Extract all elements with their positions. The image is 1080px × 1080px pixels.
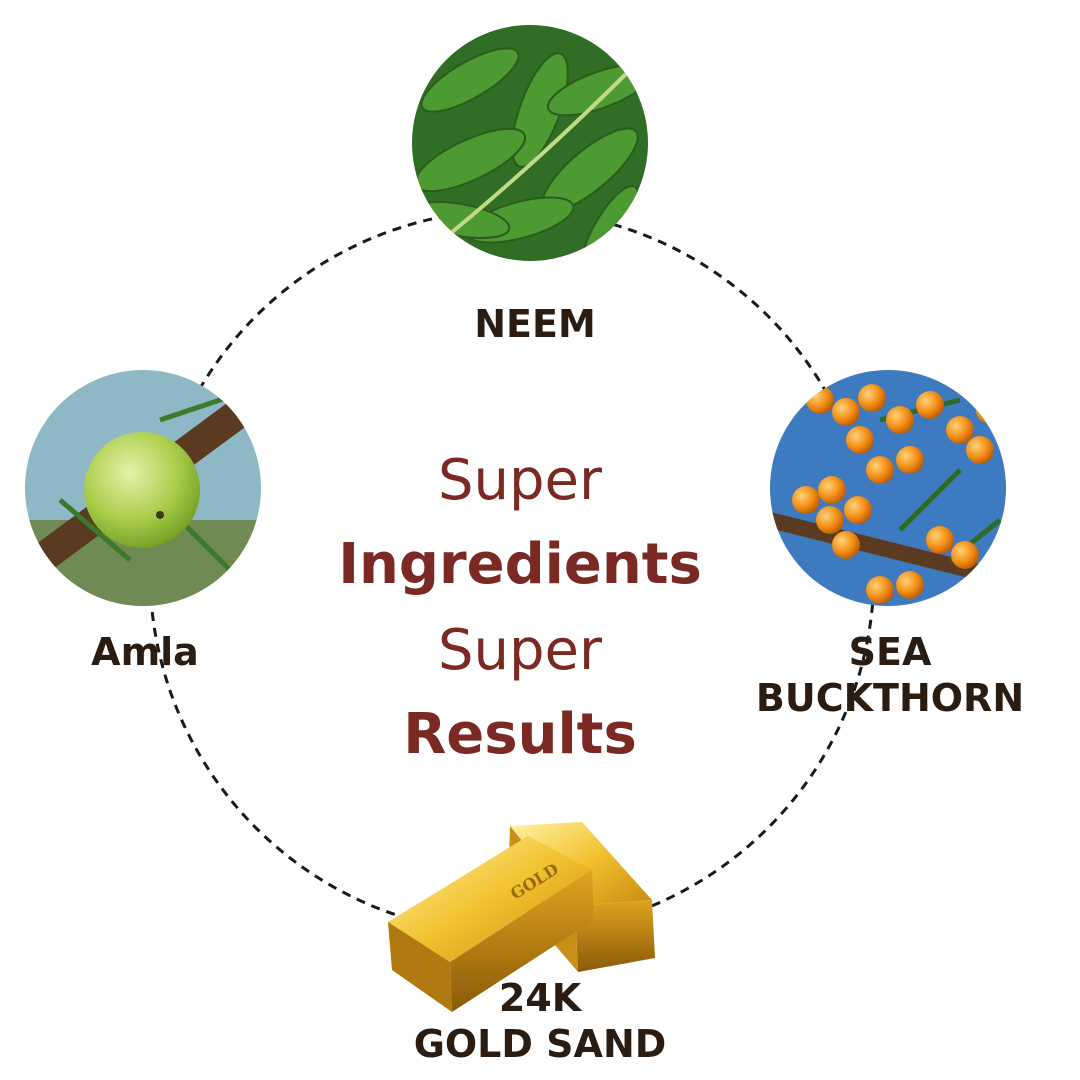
gold-sand-label-line1: 24K — [498, 976, 582, 1020]
gold-bars-icon: GOLD — [388, 822, 655, 1012]
amla-fruit-icon — [25, 370, 261, 606]
sea-buckthorn-label-line1: SEA — [848, 630, 932, 674]
sea-buckthorn-label: SEA BUCKTHORN — [740, 630, 1040, 721]
sea-buckthorn-label-line2: BUCKTHORN — [755, 675, 1025, 720]
headline-line4: Results — [403, 702, 637, 767]
neem-leaves-icon — [412, 25, 648, 261]
sea-buckthorn-berries-icon — [770, 370, 1006, 606]
headline-line3: Super — [437, 618, 603, 683]
amla-label: Amla — [91, 630, 199, 674]
headline-line2: Ingredients — [338, 532, 702, 597]
headline-line1: Super — [437, 448, 603, 513]
gold-sand-label-line2: GOLD SAND — [413, 1021, 667, 1066]
gold-sand-label: 24K GOLD SAND — [390, 976, 690, 1067]
neem-label: NEEM — [474, 302, 596, 346]
